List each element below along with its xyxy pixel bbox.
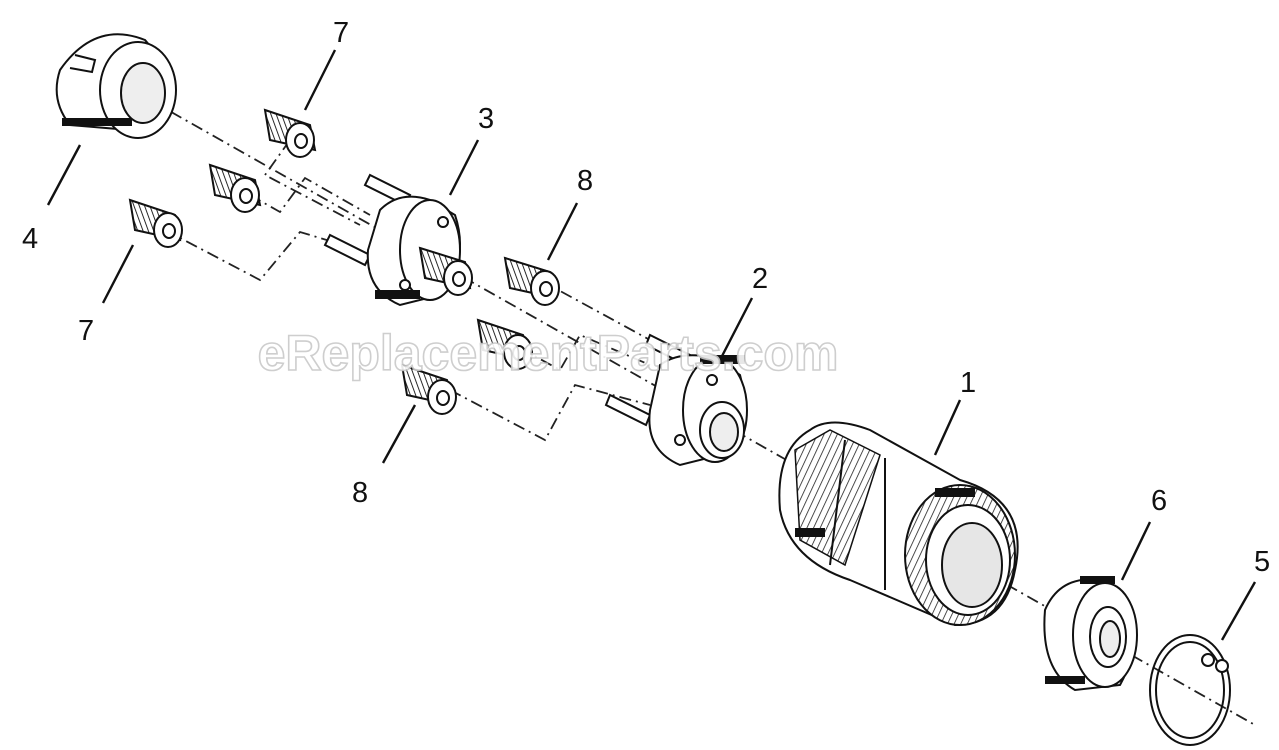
part-1-ring-gear-housing: [778, 421, 1019, 627]
leader-3: [448, 139, 480, 196]
gear-7-lower: [128, 198, 183, 248]
callout-labels: 1 2 3 4 5 6 7 7 8 8: [22, 17, 1270, 578]
callout-7b: 7: [78, 315, 94, 347]
callout-4: 4: [22, 223, 38, 255]
gear-7-upper: [263, 108, 317, 158]
part-2-carrier: [604, 333, 748, 467]
leader-8b: [381, 404, 417, 464]
gear-8-middle: [476, 318, 533, 370]
part-6-bearing: [1043, 576, 1138, 692]
callout-3: 3: [478, 103, 494, 135]
callout-8a: 8: [577, 165, 593, 197]
leader-8a: [546, 202, 579, 261]
callout-6: 6: [1151, 485, 1167, 517]
callout-8b: 8: [352, 477, 368, 509]
leader-6: [1120, 521, 1152, 581]
leader-5: [1220, 581, 1257, 641]
part-3-planet-carrier: [323, 173, 461, 307]
gear-7-middle: [208, 163, 262, 213]
part-5-snap-ring: [1149, 634, 1231, 746]
leader-7a: [303, 49, 337, 111]
callout-5: 5: [1254, 546, 1270, 578]
part-4-keyed-washer: [55, 33, 177, 139]
gear-on-carrier-3: [418, 246, 473, 296]
leader-lines: [46, 49, 1257, 641]
leader-4: [46, 144, 82, 206]
gear-8-upper: [503, 256, 560, 306]
watermark-text: eReplacementParts.com: [258, 325, 839, 381]
leader-2: [718, 297, 754, 361]
callout-2: 2: [752, 263, 768, 295]
callout-1: 1: [960, 367, 976, 399]
leader-1: [933, 399, 962, 456]
callout-7a: 7: [333, 17, 349, 49]
leader-7b: [101, 244, 135, 304]
gear-8-lower: [400, 363, 457, 415]
